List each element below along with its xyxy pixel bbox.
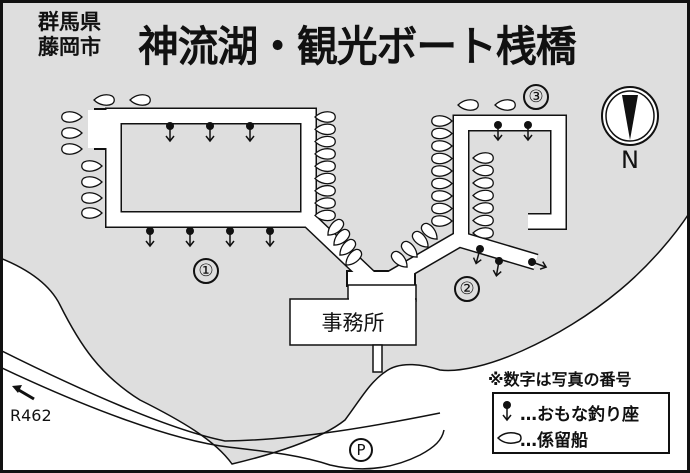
moored-boat-icon [314, 184, 336, 197]
moored-boat-icon [93, 94, 115, 106]
moored-boat-icon [314, 123, 336, 136]
fishing-spot-icon [492, 257, 503, 277]
legend-fishing-spot: …おもな釣り座 [520, 405, 639, 425]
fishing-spot-icon [493, 121, 503, 142]
fishing-spot-icon [165, 122, 175, 143]
moored-boat-icon [431, 190, 453, 202]
fishing-spot-icon [502, 401, 512, 422]
moored-boat-icon [61, 111, 83, 123]
moored-boat-icon [314, 197, 336, 209]
moored-boat-icon [390, 250, 408, 268]
city: 藤岡市 [38, 35, 101, 59]
moored-boat-icon [431, 127, 453, 140]
office-building [289, 298, 417, 346]
moored-boat-icon [345, 248, 363, 266]
moored-boat-icon [81, 176, 103, 188]
moored-boat-icon [431, 202, 453, 215]
location-label: 群馬県 藤岡市 [38, 10, 101, 60]
moored-boat-icon [333, 228, 351, 246]
spot-number-3: ③ [523, 84, 549, 110]
fishing-spot-icon [245, 122, 255, 143]
fishing-spot-icon [185, 227, 195, 248]
moored-boat-icon [314, 209, 336, 222]
legend: …おもな釣り座 …係留船 [492, 392, 670, 454]
road-line-upper [0, 349, 441, 442]
fishing-spot-icon [225, 227, 235, 248]
pier-junction [348, 272, 414, 285]
fishing-spot-icon [145, 227, 155, 248]
fishing-spot-icon [205, 122, 215, 143]
fishing-spot-icon [472, 245, 484, 265]
moored-boat-icon [472, 202, 494, 214]
moored-boat-icon [472, 227, 494, 239]
compass-icon [601, 86, 659, 146]
moored-boat-icon [314, 160, 336, 173]
legend-moored-boat: …係留船 [520, 431, 588, 451]
parking-icon: P [349, 438, 373, 462]
moored-boat-icon [81, 160, 103, 172]
road-direction-arrow-icon [12, 385, 35, 401]
road-label: R462 [10, 406, 52, 425]
legend-symbols [496, 401, 522, 444]
moored-boat-icon [129, 94, 151, 106]
spot-number-1: ① [193, 258, 219, 284]
moored-boat-icon [81, 192, 103, 204]
moored-boat-icon [431, 165, 453, 177]
moored-boat-icon [314, 172, 336, 185]
moored-boat-icon [314, 148, 336, 160]
moored-boat-icon [472, 189, 494, 202]
moored-boat-icon [457, 99, 479, 111]
road-line-lower [0, 366, 445, 470]
compass-north-label: N [621, 146, 639, 174]
fishing-spot-icon [523, 121, 533, 142]
moored-boat-icon [496, 432, 522, 444]
page-title: 神流湖・観光ボート桟橋 [138, 22, 576, 71]
prefecture: 群馬県 [38, 10, 101, 34]
fishing-spot-icon [265, 227, 275, 248]
moored-boat-icon [400, 240, 418, 258]
moored-boat-icon [431, 140, 453, 152]
moored-boat-icon [472, 164, 494, 177]
moored-boat-icon [81, 207, 103, 219]
photo-number-note: ※数字は写真の番号 [488, 370, 632, 389]
moored-boat-icon [420, 222, 438, 240]
moored-boat-icon [411, 230, 429, 248]
moored-boat-icon [327, 218, 345, 236]
moored-boat-icon [339, 238, 357, 256]
moored-boat-icon [472, 214, 494, 227]
office-label: 事務所 [321, 311, 385, 335]
moored-boat-icon [314, 135, 336, 148]
moored-boat-icon [431, 152, 453, 165]
office-walkway [372, 344, 383, 373]
moored-boat-icon [472, 177, 494, 189]
fishing-spot-icon [528, 258, 548, 270]
moored-boat-icon [431, 115, 453, 127]
spot-number-2: ② [454, 276, 480, 302]
moored-boat-icon [431, 177, 453, 190]
moored-boat-icon [61, 143, 83, 155]
moored-boat-icon [431, 215, 453, 227]
moored-boat-icon [494, 99, 516, 111]
moored-boat-icon [314, 111, 336, 123]
moored-boat-icon [472, 152, 494, 164]
moored-boat-icon [61, 127, 83, 139]
